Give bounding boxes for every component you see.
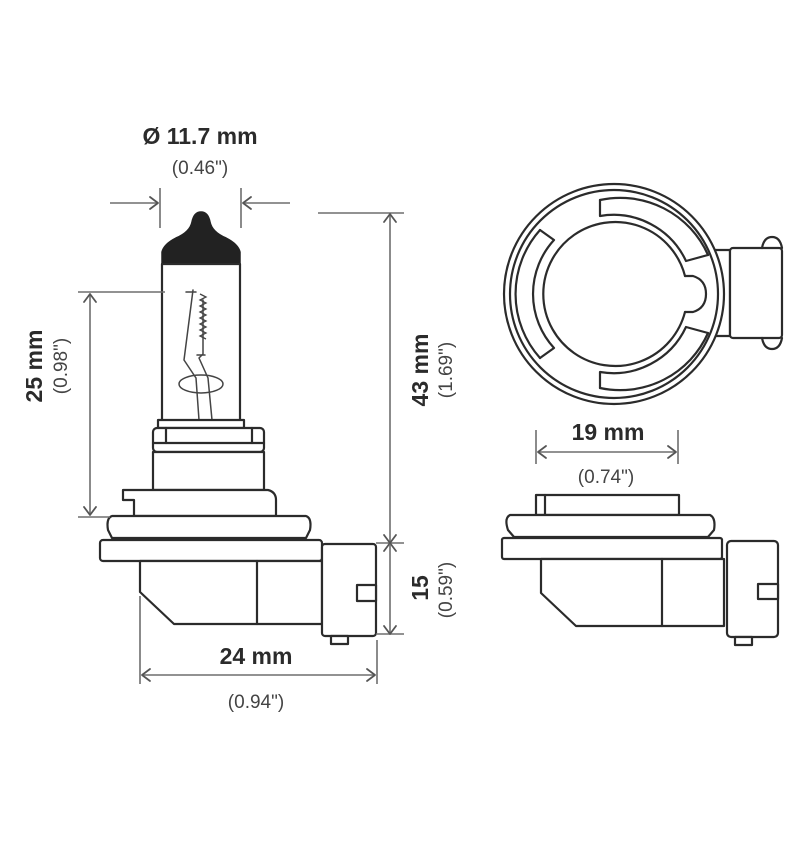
collar-top: [151, 426, 266, 454]
bulb-tip: [161, 211, 241, 265]
glass-diameter-mm: Ø 11.7 mm: [142, 123, 257, 149]
dimension-glass-diameter: Ø 11.7 mm (0.46"): [110, 123, 290, 228]
front-base-plate: [500, 536, 724, 561]
connector-foot: [329, 634, 350, 646]
top-connector: [728, 246, 784, 340]
connector-latch: [355, 583, 378, 603]
front-base-body: [539, 557, 726, 628]
bulb-top-view: [502, 182, 784, 406]
base-height-mm: 15: [407, 575, 433, 601]
glass-diameter-inch: (0.46"): [172, 158, 228, 179]
base-width-inch: (0.94"): [228, 692, 284, 713]
front-collar: [534, 493, 681, 517]
stepped-flange: [121, 488, 278, 518]
bulb-front-view: [500, 493, 780, 647]
overall-height-inch: (1.69"): [436, 342, 457, 398]
light-center-height-inch: (0.98"): [51, 338, 72, 394]
rounded-flange: [106, 514, 312, 540]
overall-height-mm: 43 mm: [407, 334, 433, 407]
dimension-overall-height: 43 mm (1.69"): [318, 212, 457, 552]
collar-body: [151, 450, 266, 492]
base-body: [138, 559, 324, 626]
inner-circle: [542, 220, 687, 368]
front-connector-latch: [756, 582, 780, 601]
dimension-base-height: 15 (0.59"): [376, 545, 457, 635]
outer-ring: [502, 182, 726, 406]
base-width-mm: 24 mm: [220, 643, 293, 669]
inner-ring-segments: [531, 198, 710, 390]
dimension-light-center-height: 25 mm (0.98"): [21, 291, 165, 518]
base-plate: [98, 538, 324, 563]
glass-base-ring: [156, 418, 246, 430]
flange-diameter-inch: (0.74"): [578, 467, 634, 488]
front-rounded-flange: [505, 513, 716, 539]
filament: [178, 289, 224, 421]
base-height-inch: (0.59"): [436, 562, 457, 618]
bulb-side-view: [98, 211, 378, 646]
front-connector-foot: [733, 635, 754, 647]
glass-envelope: [160, 262, 242, 424]
dimension-flange-diameter: 19 mm (0.74"): [535, 419, 679, 488]
light-center-height-mm: 25 mm: [21, 330, 47, 403]
flange-diameter-mm: 19 mm: [572, 419, 645, 445]
dimension-base-width: 24 mm (0.94"): [139, 596, 378, 713]
